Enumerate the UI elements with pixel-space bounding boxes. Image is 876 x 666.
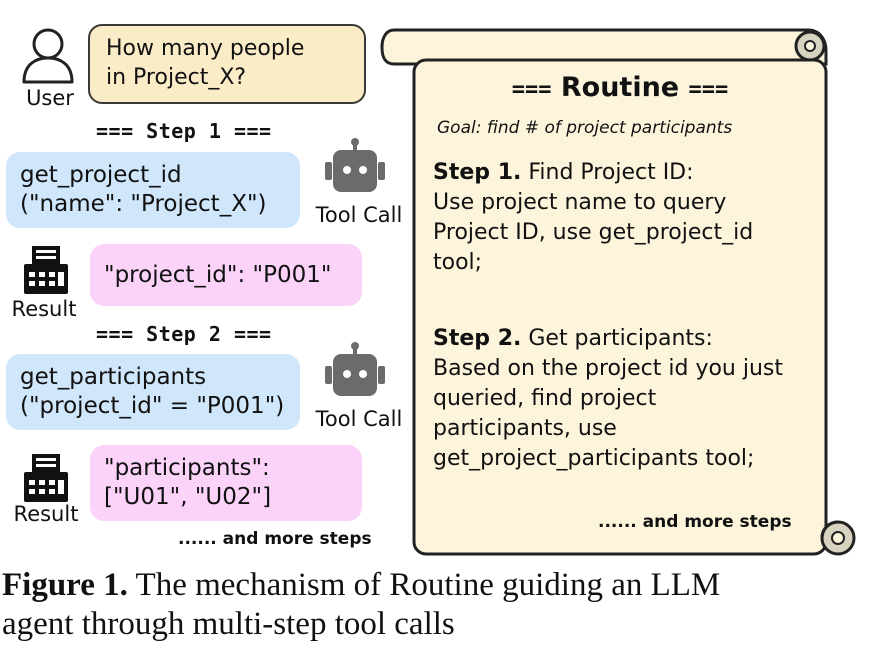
routine-title-text: Routine <box>561 72 679 103</box>
step-2-call-bubble: get_participants ("project_id" = "P001") <box>6 354 300 430</box>
scroll-icon <box>380 22 860 562</box>
step-1-call-bubble: get_project_id ("name": "Project_X") <box>6 152 300 228</box>
routine-step-2-line: queried, find project <box>433 384 843 414</box>
printer-icon <box>22 452 70 504</box>
routine-step-2-heading: Get participants: <box>528 326 713 351</box>
caption-text-line-2: agent through multi-step tool calls <box>2 605 874 644</box>
user-question-line-2: in Project_X? <box>106 63 348 92</box>
step-2-result-line-1: "participants": <box>104 454 348 483</box>
step-2-result-bubble: "participants": ["U01", "U02"] <box>90 445 362 521</box>
routine-step-1-label: Step 1. <box>433 160 521 185</box>
step-1-call-line-1: get_project_id <box>20 161 286 190</box>
routine-step-2-line: get_project_participants tool; <box>433 444 843 474</box>
step-1-result-label: Result <box>2 297 86 321</box>
left-more-steps: ...... and more steps <box>178 529 372 549</box>
routine-step-1-heading: Find Project ID: <box>528 160 693 185</box>
user-question-line-1: How many people <box>106 34 348 63</box>
figure-caption: Figure 1. The mechanism of Routine guidi… <box>2 566 874 644</box>
routine-title: === Routine === <box>470 72 770 103</box>
routine-step-2: Step 2. Get participants: Based on the p… <box>433 324 843 474</box>
routine-step-2-line: Based on the project id you just <box>433 354 843 384</box>
step-2-result-line-2: ["U01", "U02"] <box>104 483 348 512</box>
routine-step-1: Step 1. Find Project ID: Use project nam… <box>433 158 843 278</box>
step-2-header: === Step 2 === <box>96 322 272 346</box>
routine-goal: Goal: find # of project participants <box>437 118 732 138</box>
routine-step-2-line: participants, use <box>433 414 843 444</box>
step-1-result-bubble: "project_id": "P001" <box>90 244 362 306</box>
routine-more-steps: ...... and more steps <box>598 512 792 532</box>
routine-title-suffix: === <box>689 77 729 102</box>
step-1-result-line-1: "project_id": "P001" <box>104 261 348 290</box>
user-question-bubble: How many people in Project_X? <box>88 24 366 104</box>
routine-title-prefix: === <box>512 77 552 102</box>
step-2-result-label: Result <box>2 502 90 526</box>
routine-step-1-line: Project ID, use get_project_id <box>433 218 843 248</box>
step-1-header: === Step 1 === <box>96 119 272 143</box>
step-1-call-line-2: ("name": "Project_X") <box>20 190 286 219</box>
user-icon <box>18 24 78 86</box>
step-2-call-line-2: ("project_id" = "P001") <box>20 392 286 421</box>
printer-icon <box>22 244 70 296</box>
routine-step-1-line: tool; <box>433 248 843 278</box>
caption-text-line-1: The mechanism of Routine guiding an LLM <box>136 567 721 603</box>
step-2-call-line-1: get_participants <box>20 363 286 392</box>
user-label: User <box>20 86 80 110</box>
routine-step-2-label: Step 2. <box>433 326 521 351</box>
caption-label: Figure 1. <box>2 567 128 603</box>
robot-icon <box>323 138 387 196</box>
robot-icon <box>323 342 387 400</box>
routine-step-1-line: Use project name to query <box>433 188 843 218</box>
